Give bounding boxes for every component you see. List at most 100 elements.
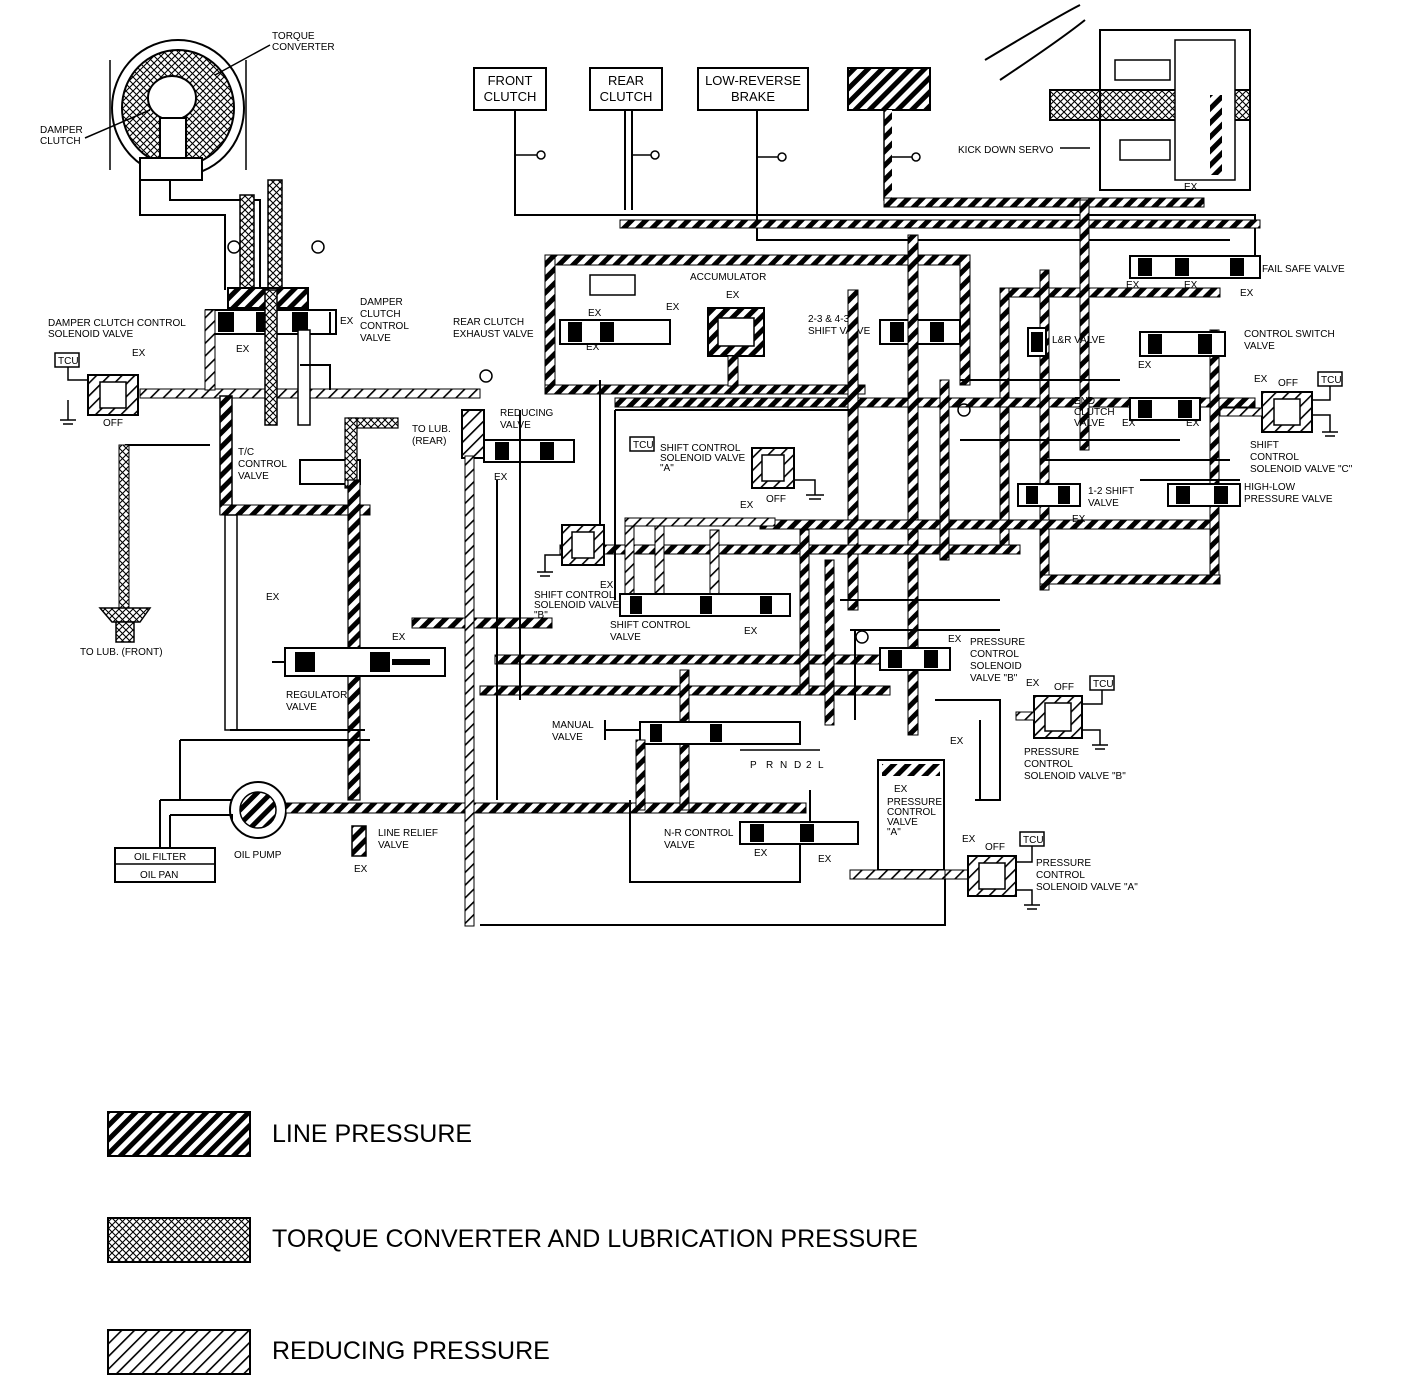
fail-safe-valve-label: FAIL SAFE VALVE [1262, 264, 1345, 275]
ex-label: EX [962, 834, 976, 845]
pressure-control-valve-a [877, 759, 945, 871]
oil-filter: OIL FILTER OIL PAN [114, 847, 216, 883]
ex-label: EX [340, 316, 354, 327]
svg-text:REAR: REAR [608, 73, 644, 88]
ex-label: EX [1184, 182, 1198, 193]
ex-label: EX [1122, 418, 1136, 429]
svg-text:LINE PRESSURE: LINE PRESSURE [272, 1120, 472, 1148]
ex-label: EX [600, 580, 614, 591]
ex-label: EX [588, 308, 602, 319]
ex-label: EX [1240, 288, 1254, 299]
ex-label: EX [1138, 360, 1152, 371]
svg-text:LOW-REVERSE: LOW-REVERSE [705, 73, 801, 88]
ex-label: EX [132, 348, 146, 359]
tcu-box: TCU [1089, 675, 1115, 691]
ex-label: EX [740, 500, 754, 511]
legend-item-line-pressure: LINE PRESSURE [107, 1111, 472, 1157]
control-switch-valve [1139, 331, 1226, 357]
legend-item-reducing-pressure: REDUCING PRESSURE [107, 1329, 550, 1375]
shift-valve-12 [1017, 483, 1081, 507]
tcu-box: TCU [629, 436, 655, 452]
ex-label: EX [1026, 678, 1040, 689]
off-label: OFF [1054, 682, 1074, 693]
to-lub-rear-label: TO LUB.(REAR) [412, 424, 451, 447]
svg-text:CLUTCH: CLUTCH [600, 89, 653, 104]
svg-text:OIL FILTER: OIL FILTER [134, 852, 186, 863]
ex-label: EX [1186, 418, 1200, 429]
torque-converter [109, 39, 247, 181]
ex-label: EX [236, 344, 250, 355]
rear-clutch-exhaust-valve [559, 274, 671, 345]
svg-text:2: 2 [806, 760, 812, 771]
ex-label: EX [1126, 280, 1140, 291]
off-label: OFF [766, 494, 786, 505]
ex-label: EX [950, 736, 964, 747]
svg-text:OIL PAN: OIL PAN [140, 870, 178, 881]
hatched-box [847, 67, 931, 111]
svg-text:TORQUE CONVERTER AND LUBRICATI: TORQUE CONVERTER AND LUBRICATION PRESSUR… [272, 1225, 918, 1253]
svg-text:R: R [766, 760, 773, 771]
ex-label: EX [818, 854, 832, 865]
svg-text:BRAKE: BRAKE [731, 89, 775, 104]
svg-text:FRONT: FRONT [488, 73, 533, 88]
ex-label: EX [726, 290, 740, 301]
regulator-valve [272, 647, 446, 677]
to-lub-front-orifice [98, 607, 152, 643]
tcu-box: TCU [54, 352, 80, 368]
off-label: OFF [103, 418, 123, 429]
shift-position-scale: P R N D 2 L [750, 760, 824, 771]
ex-label: EX [266, 592, 280, 603]
ex-label: EX [894, 784, 908, 795]
oil-pump [229, 781, 287, 839]
to-lub-front-label: TO LUB. (FRONT) [80, 647, 163, 658]
accumulator-label: ACCUMULATOR [690, 272, 766, 283]
damper-clutch-solenoid-valve [87, 374, 139, 416]
fail-safe-valve [1129, 255, 1261, 279]
line-relief-valve [351, 825, 367, 857]
manual-valve [604, 720, 820, 751]
legend-item-torque-converter-lubrication: TORQUE CONVERTER AND LUBRICATION PRESSUR… [107, 1217, 918, 1263]
ex-label: EX [1072, 514, 1086, 525]
shift-control-solenoid-c [1261, 391, 1313, 433]
ex-label: EX [754, 848, 768, 859]
low-reverse-brake-box: LOW-REVERSE BRAKE [697, 67, 809, 111]
ex-label: EX [586, 342, 600, 353]
svg-text:TCU: TCU [633, 440, 654, 451]
svg-text:TCU: TCU [1023, 835, 1044, 846]
off-label: OFF [1278, 378, 1298, 389]
pressure-control-solenoid-a [967, 855, 1017, 897]
shift-control-solenoid-a [751, 447, 795, 489]
svg-text:TCU: TCU [58, 356, 79, 367]
pressure-control-solenoid-b-valve [879, 647, 951, 671]
svg-text:TCU: TCU [1093, 679, 1114, 690]
shift-control-solenoid-b [561, 524, 605, 566]
svg-text:D: D [794, 760, 801, 771]
kick-down-servo-label: KICK DOWN SERVO [958, 145, 1054, 156]
svg-text:P: P [750, 760, 757, 771]
ex-label: EX [1184, 280, 1198, 291]
svg-text:TCU: TCU [1321, 375, 1342, 386]
ex-label: EX [494, 472, 508, 483]
svg-text:REDUCING PRESSURE: REDUCING PRESSURE [272, 1337, 550, 1365]
svg-text:N: N [780, 760, 787, 771]
ex-label: EX [666, 302, 680, 313]
